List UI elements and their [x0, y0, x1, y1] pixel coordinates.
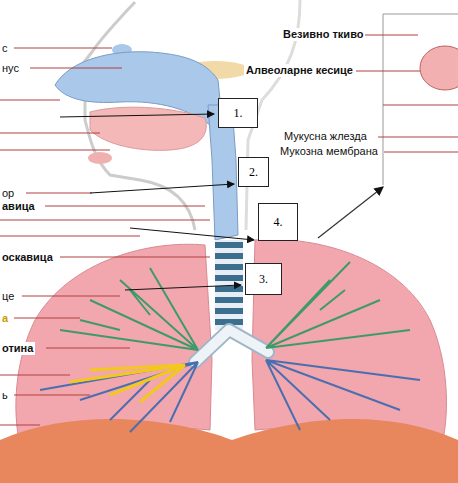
part-label: отина [0, 342, 35, 355]
part-label: оскавица [0, 251, 55, 264]
main-bronchi [195, 330, 268, 362]
leader-line [383, 105, 458, 106]
callout-number: 3. [259, 272, 268, 287]
trachea-ring [215, 253, 243, 259]
part-label: Везивно ткиво [281, 28, 365, 41]
pointer-arrow [90, 184, 234, 193]
bronchial-tree [40, 362, 198, 432]
trachea-ring [215, 286, 243, 292]
callout-box: 2. [238, 157, 269, 187]
inset-frame [383, 14, 458, 185]
leader-line [356, 35, 458, 152]
part-label: а [0, 312, 10, 325]
part-label: це [0, 290, 16, 303]
lip [88, 152, 112, 164]
alveoli [420, 46, 458, 90]
bronchial-segment [70, 365, 185, 402]
callout-number: 1. [234, 106, 243, 121]
bronchial-tree [60, 268, 198, 350]
inset-arrow [318, 187, 383, 238]
left-lung [16, 244, 212, 445]
trachea-ring [215, 264, 243, 270]
main-bronchi [195, 330, 268, 362]
bronchial-tree [266, 262, 410, 348]
part-label: с [0, 42, 10, 55]
part-label: Алвеоларне кесице [244, 64, 355, 77]
callout-number: 4. [274, 215, 283, 230]
trachea-ring [215, 297, 243, 303]
callout-number: 2. [249, 165, 258, 180]
diaphragm [0, 419, 458, 483]
part-label: Мукозна мембрана [278, 145, 380, 158]
callout-box: 3. [245, 263, 282, 295]
trachea-ring [215, 242, 243, 248]
oral-cavity [90, 107, 206, 150]
pointer-arrow [125, 285, 241, 290]
callout-box: 1. [218, 98, 258, 128]
bronchial-tree [266, 360, 420, 430]
trachea-ring [215, 308, 243, 314]
leader-line [0, 48, 210, 425]
part-label: ь [0, 389, 10, 402]
part-label: авица [0, 200, 37, 213]
pointer-arrow [60, 114, 214, 117]
part-label: ор [0, 187, 16, 200]
callout-box: 4. [258, 203, 298, 241]
part-label: нус [0, 62, 21, 75]
trachea-ring [215, 275, 243, 281]
part-label: Мукусна жлезда [282, 130, 369, 143]
pointer-arrow [130, 228, 254, 240]
